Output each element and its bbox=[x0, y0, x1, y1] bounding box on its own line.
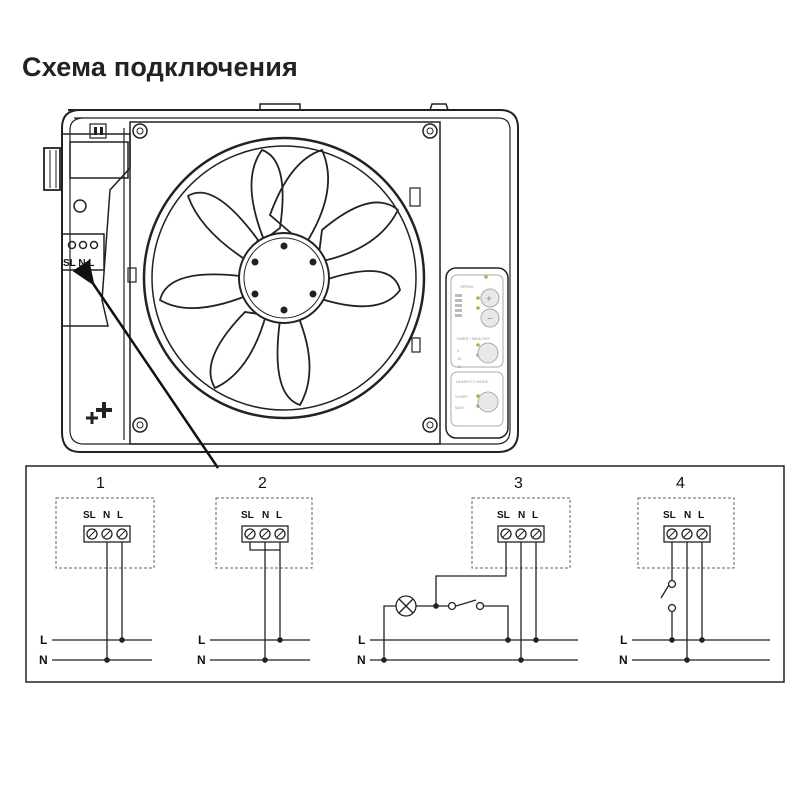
scheme-1-terminal-sl: SL bbox=[83, 510, 96, 521]
scheme-2-terminal-l: L bbox=[276, 510, 282, 521]
minus-icon: − bbox=[487, 314, 493, 325]
junction-dots bbox=[104, 603, 705, 663]
page-title: Схема подключения bbox=[22, 52, 298, 82]
scheme-lines bbox=[52, 639, 770, 661]
scheme-number-4: 4 bbox=[676, 475, 685, 492]
speed-down-button bbox=[480, 308, 500, 328]
humidity-label: HUMIDITY MODE bbox=[456, 379, 489, 384]
scheme-3-terminal-n: N bbox=[518, 510, 525, 521]
scheme-1-wires bbox=[106, 542, 123, 660]
humidity-button bbox=[477, 391, 499, 413]
line-label-n-3: N bbox=[357, 653, 366, 667]
scheme-4-terminal-sl: SL bbox=[663, 510, 676, 521]
line-label-l-3: L bbox=[358, 633, 365, 647]
speed-up-button bbox=[480, 288, 500, 308]
device-boxes bbox=[55, 497, 735, 569]
timer-value-2: 15 bbox=[457, 356, 462, 361]
humidity-value-2: MAX bbox=[455, 405, 464, 410]
scheme-4-terminal-n: N bbox=[684, 510, 691, 521]
scheme-number-2: 2 bbox=[258, 475, 267, 492]
terminal-blocks bbox=[83, 525, 711, 543]
scheme-2-terminal-sl: SL bbox=[241, 510, 254, 521]
plus-icon: + bbox=[486, 294, 492, 305]
line-label-n-2: N bbox=[197, 653, 206, 667]
scheme-2-wires bbox=[249, 542, 281, 660]
timer-value-3: 30 bbox=[457, 364, 462, 369]
line-label-l-2: L bbox=[198, 633, 205, 647]
line-label-l-4: L bbox=[620, 633, 627, 647]
line-label-l-1: L bbox=[40, 633, 47, 647]
timer-button bbox=[477, 342, 499, 364]
schemes-frame bbox=[25, 465, 785, 683]
scheme-4-wires bbox=[660, 542, 703, 660]
fan-impeller bbox=[142, 136, 426, 420]
speed-label: SPEED bbox=[460, 284, 474, 289]
scheme-number-1: 1 bbox=[96, 475, 105, 492]
humidity-value-1: SLEEP bbox=[455, 394, 468, 399]
scheme-1-terminal-l: L bbox=[117, 510, 123, 521]
timer-value-1: 4 bbox=[457, 348, 460, 353]
scheme-3-terminal-l: L bbox=[532, 510, 538, 521]
control-panel: SPEED TIMER / MINUTES 4 15 30 HUMIDITY M… bbox=[445, 267, 509, 439]
device-terminal-label: SL N L bbox=[63, 258, 94, 269]
line-label-n-1: N bbox=[39, 653, 48, 667]
scheme-2-terminal-n: N bbox=[262, 510, 269, 521]
timer-label: TIMER / MINUTES bbox=[456, 336, 490, 341]
scheme-4-terminal-l: L bbox=[698, 510, 704, 521]
scheme-1-terminal-n: N bbox=[103, 510, 110, 521]
scheme-3-wires bbox=[383, 542, 537, 660]
line-label-n-4: N bbox=[619, 653, 628, 667]
pointer-arrow bbox=[72, 259, 220, 469]
scheme-number-3: 3 bbox=[514, 475, 523, 492]
scheme-3-terminal-sl: SL bbox=[497, 510, 510, 521]
terminal-screw-marks bbox=[88, 530, 706, 538]
